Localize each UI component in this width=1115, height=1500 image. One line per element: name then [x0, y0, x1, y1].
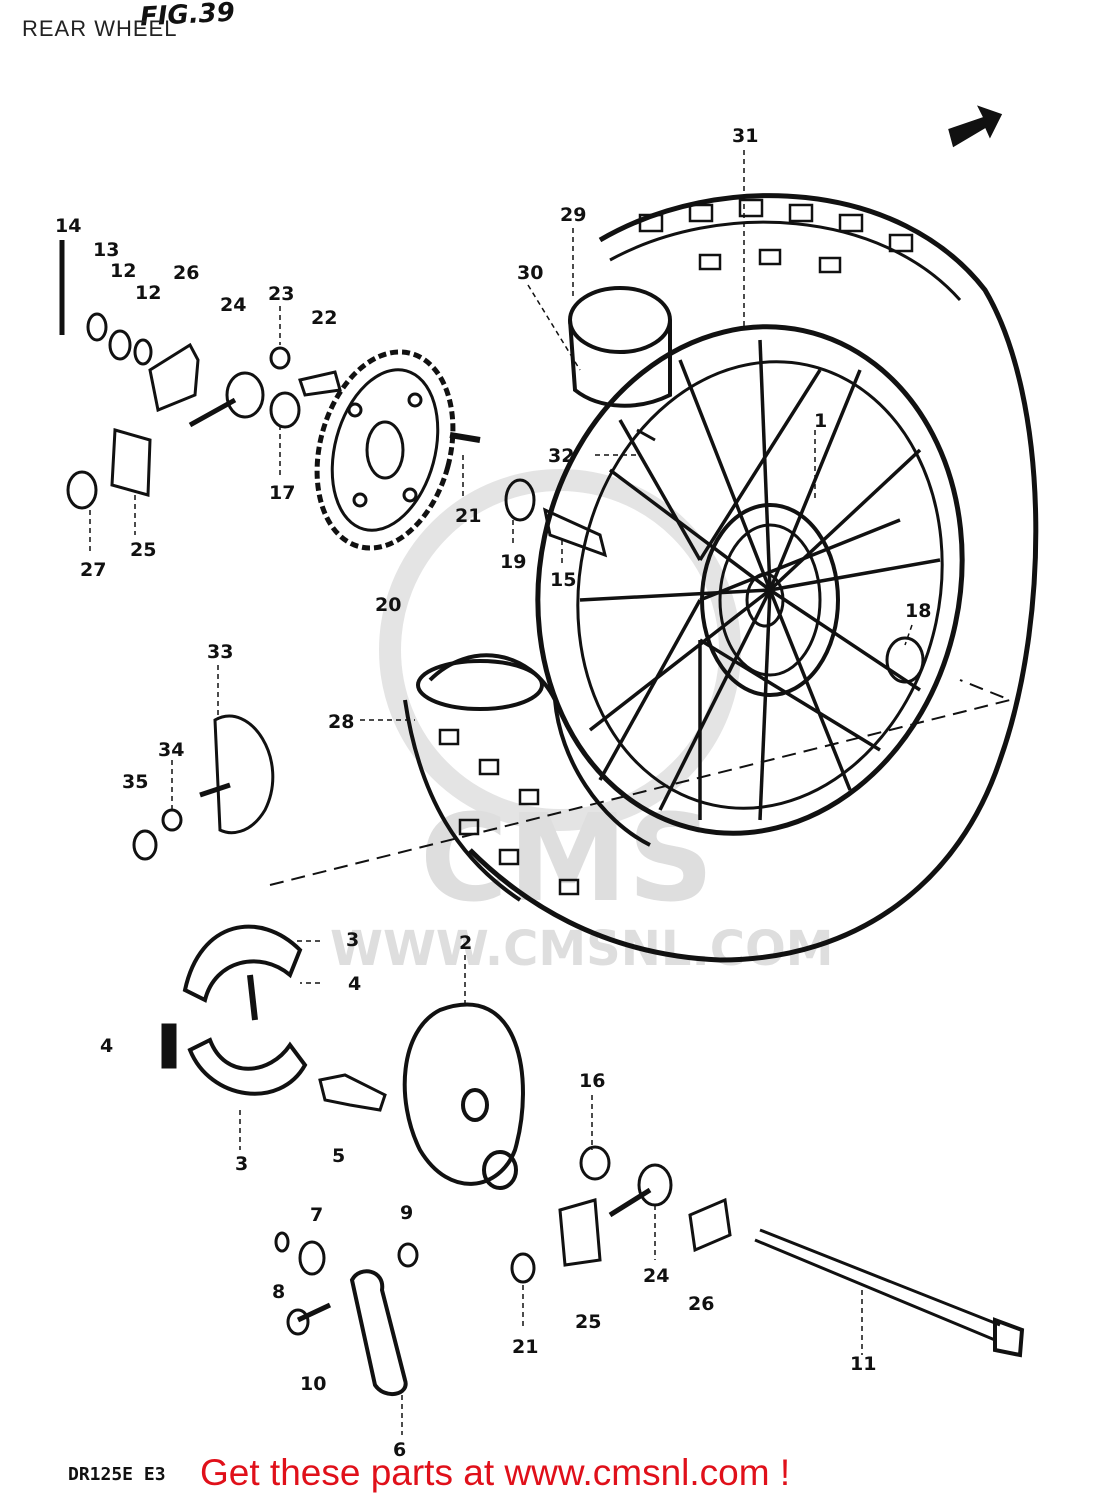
callout-18: 18: [905, 600, 931, 622]
watermark-brand: CMS: [420, 790, 714, 929]
callout-5: 5: [332, 1145, 345, 1167]
axle-centerline: [269, 679, 1014, 886]
callout-10: 10: [300, 1373, 326, 1395]
callout-21-lower: 21: [512, 1336, 538, 1358]
callout-22: 22: [311, 307, 337, 329]
rear-sprocket: [314, 349, 456, 551]
brake-camshaft: [318, 1073, 387, 1112]
sprocket-hardware: [59, 240, 925, 684]
callout-21-upper: 21: [455, 505, 481, 527]
callout-25-upper: 25: [130, 539, 156, 561]
callout-12-a: 12: [110, 260, 136, 282]
callout-14: 14: [55, 215, 81, 237]
callout-26-lower: 26: [688, 1293, 714, 1315]
callout-31: 31: [732, 125, 758, 147]
callout-4-left: 4: [100, 1035, 113, 1057]
model-code: DR125E E3: [68, 1464, 166, 1485]
callout-34: 34: [158, 739, 184, 761]
callout-19: 19: [500, 551, 526, 573]
callout-17: 17: [269, 482, 295, 504]
callout-6: 6: [393, 1439, 406, 1461]
callout-33: 33: [207, 641, 233, 663]
callout-28: 28: [328, 711, 354, 733]
callout-24-upper: 24: [220, 294, 246, 316]
callout-29: 29: [560, 204, 586, 226]
brake-panel: [402, 1002, 525, 1190]
callout-32: 32: [548, 445, 574, 467]
callout-20: 20: [375, 594, 401, 616]
callout-35: 35: [122, 771, 148, 793]
callout-25-lower: 25: [575, 1311, 601, 1333]
hub-cover: [213, 714, 275, 834]
callout-1: 1: [814, 410, 827, 432]
callout-16: 16: [579, 1070, 605, 1092]
callout-3-upper: 3: [346, 929, 359, 951]
brake-cam-lever: [349, 1269, 408, 1396]
callout-9: 9: [400, 1202, 413, 1224]
callout-4-right: 4: [348, 973, 361, 995]
callout-15: 15: [550, 569, 576, 591]
callout-13: 13: [93, 239, 119, 261]
callout-30: 30: [517, 262, 543, 284]
brake-shoes: [182, 924, 308, 1096]
promo-link[interactable]: Get these parts at www.cmsnl.com !: [200, 1452, 791, 1493]
callout-labels: 1 2 3 3 4 4 5 6 7 8 9 10 11 12 12 13 14 …: [55, 125, 931, 1461]
callout-26-upper: 26: [173, 262, 199, 284]
callout-11: 11: [850, 1353, 876, 1375]
callout-8: 8: [272, 1281, 285, 1303]
callout-27-upper: 27: [80, 559, 106, 581]
callout-24-lower: 24: [643, 1265, 669, 1287]
callout-7: 7: [310, 1204, 323, 1226]
page-title: REAR WHEEL: [22, 16, 178, 41]
direction-arrow-icon: [948, 105, 1003, 148]
callout-2: 2: [459, 932, 472, 954]
tube-valve-band: [568, 286, 672, 408]
hub: [700, 503, 840, 697]
tire-section: [416, 659, 544, 711]
callout-3-lower: 3: [235, 1153, 248, 1175]
rear-axle: [754, 1228, 1001, 1342]
callout-23: 23: [268, 283, 294, 305]
callout-12-b: 12: [135, 282, 161, 304]
